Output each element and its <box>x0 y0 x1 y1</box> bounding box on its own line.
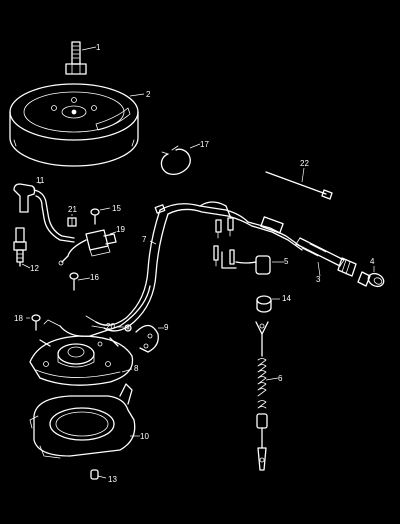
callout-7: 7 <box>142 235 147 244</box>
callout-14: 14 <box>282 294 291 303</box>
spring-lead <box>255 321 269 471</box>
callout-20: 20 <box>106 322 115 331</box>
callout-15: 15 <box>112 204 121 213</box>
wiring-harness <box>43 201 303 337</box>
callout-4: 4 <box>370 257 375 266</box>
callout-8: 8 <box>134 364 139 373</box>
callout-5: 5 <box>284 257 289 266</box>
base-plate <box>29 383 136 459</box>
callout-2: 2 <box>146 90 151 99</box>
flywheel <box>9 83 139 167</box>
spark-plug-boot <box>13 183 75 243</box>
end-cap <box>357 271 385 288</box>
callout-17: 17 <box>200 140 209 149</box>
bracket <box>135 324 159 353</box>
ignition-coil <box>58 229 117 266</box>
callout-22: 22 <box>300 159 309 168</box>
clip-20 <box>124 324 132 332</box>
spark-plug <box>13 227 27 267</box>
small-pin <box>90 469 99 480</box>
screw-15 <box>90 208 100 225</box>
callout-18: 18 <box>14 314 23 323</box>
callout-10: 10 <box>140 432 149 441</box>
callout-19: 19 <box>116 225 125 234</box>
retaining-ring <box>160 145 191 175</box>
flywheel-stud <box>65 41 87 75</box>
callout-3: 3 <box>316 275 321 284</box>
connector-assembly <box>295 237 357 277</box>
callout-6: 6 <box>278 374 283 383</box>
grommet <box>256 295 272 313</box>
callout-1: 1 <box>96 43 101 52</box>
screw-18 <box>31 314 41 331</box>
armature-plate <box>29 335 134 386</box>
callout-16: 16 <box>90 273 99 282</box>
callout-12: 12 <box>30 264 39 273</box>
screw-16 <box>69 272 79 291</box>
callout-21: 21 <box>68 205 77 214</box>
callout-9: 9 <box>164 323 169 332</box>
callouts: 1 2 17 22 11 21 15 19 7 12 16 5 3 4 14 1… <box>14 43 375 484</box>
terminal-connector <box>213 245 271 275</box>
small-clip <box>67 217 77 227</box>
long-bolt <box>265 171 333 200</box>
callout-11: 11 <box>36 176 45 185</box>
callout-13: 13 <box>108 475 117 484</box>
